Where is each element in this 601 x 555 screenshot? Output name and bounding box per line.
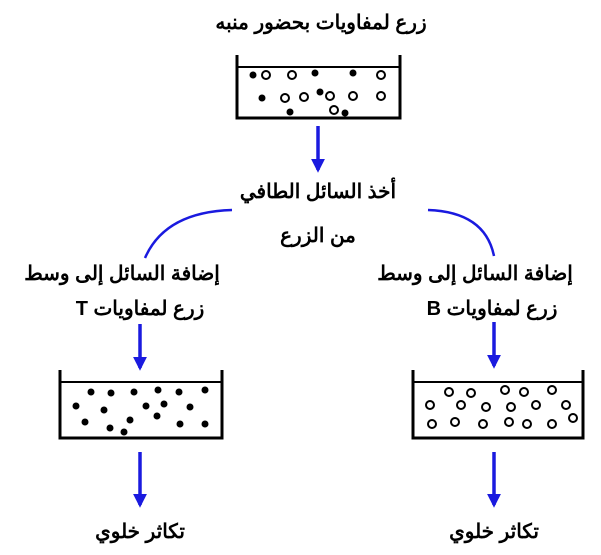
diagram-title: زرع لمفاويات بحضور منبه	[215, 12, 427, 34]
right-result-label: تكاثر خلوي	[449, 521, 539, 543]
supernatant-step-line1: أخذ السائل الطافي	[239, 181, 397, 203]
left-branch-line2: زرع لمفاويات T	[75, 298, 205, 320]
supernatant-step-line2: من الزرع	[280, 225, 356, 247]
left-branch-line1: إضافة السائل إلى وسط	[24, 263, 220, 285]
b-vessel-cells	[425, 385, 578, 429]
t-vessel-cells	[72, 386, 209, 436]
branch-curve-right	[427, 208, 496, 257]
t-cell-culture-vessel	[58, 370, 224, 440]
top-culture-vessel	[235, 55, 402, 120]
left-result-label: تكاثر خلوي	[95, 521, 185, 543]
b-cell-culture-vessel	[411, 370, 585, 440]
right-branch-line1: إضافة السائل إلى وسط	[377, 263, 573, 285]
right-branch-line2: زرع لمفاويات B	[426, 298, 558, 320]
top-vessel-cells	[249, 69, 386, 117]
branch-curve-left	[143, 208, 233, 259]
